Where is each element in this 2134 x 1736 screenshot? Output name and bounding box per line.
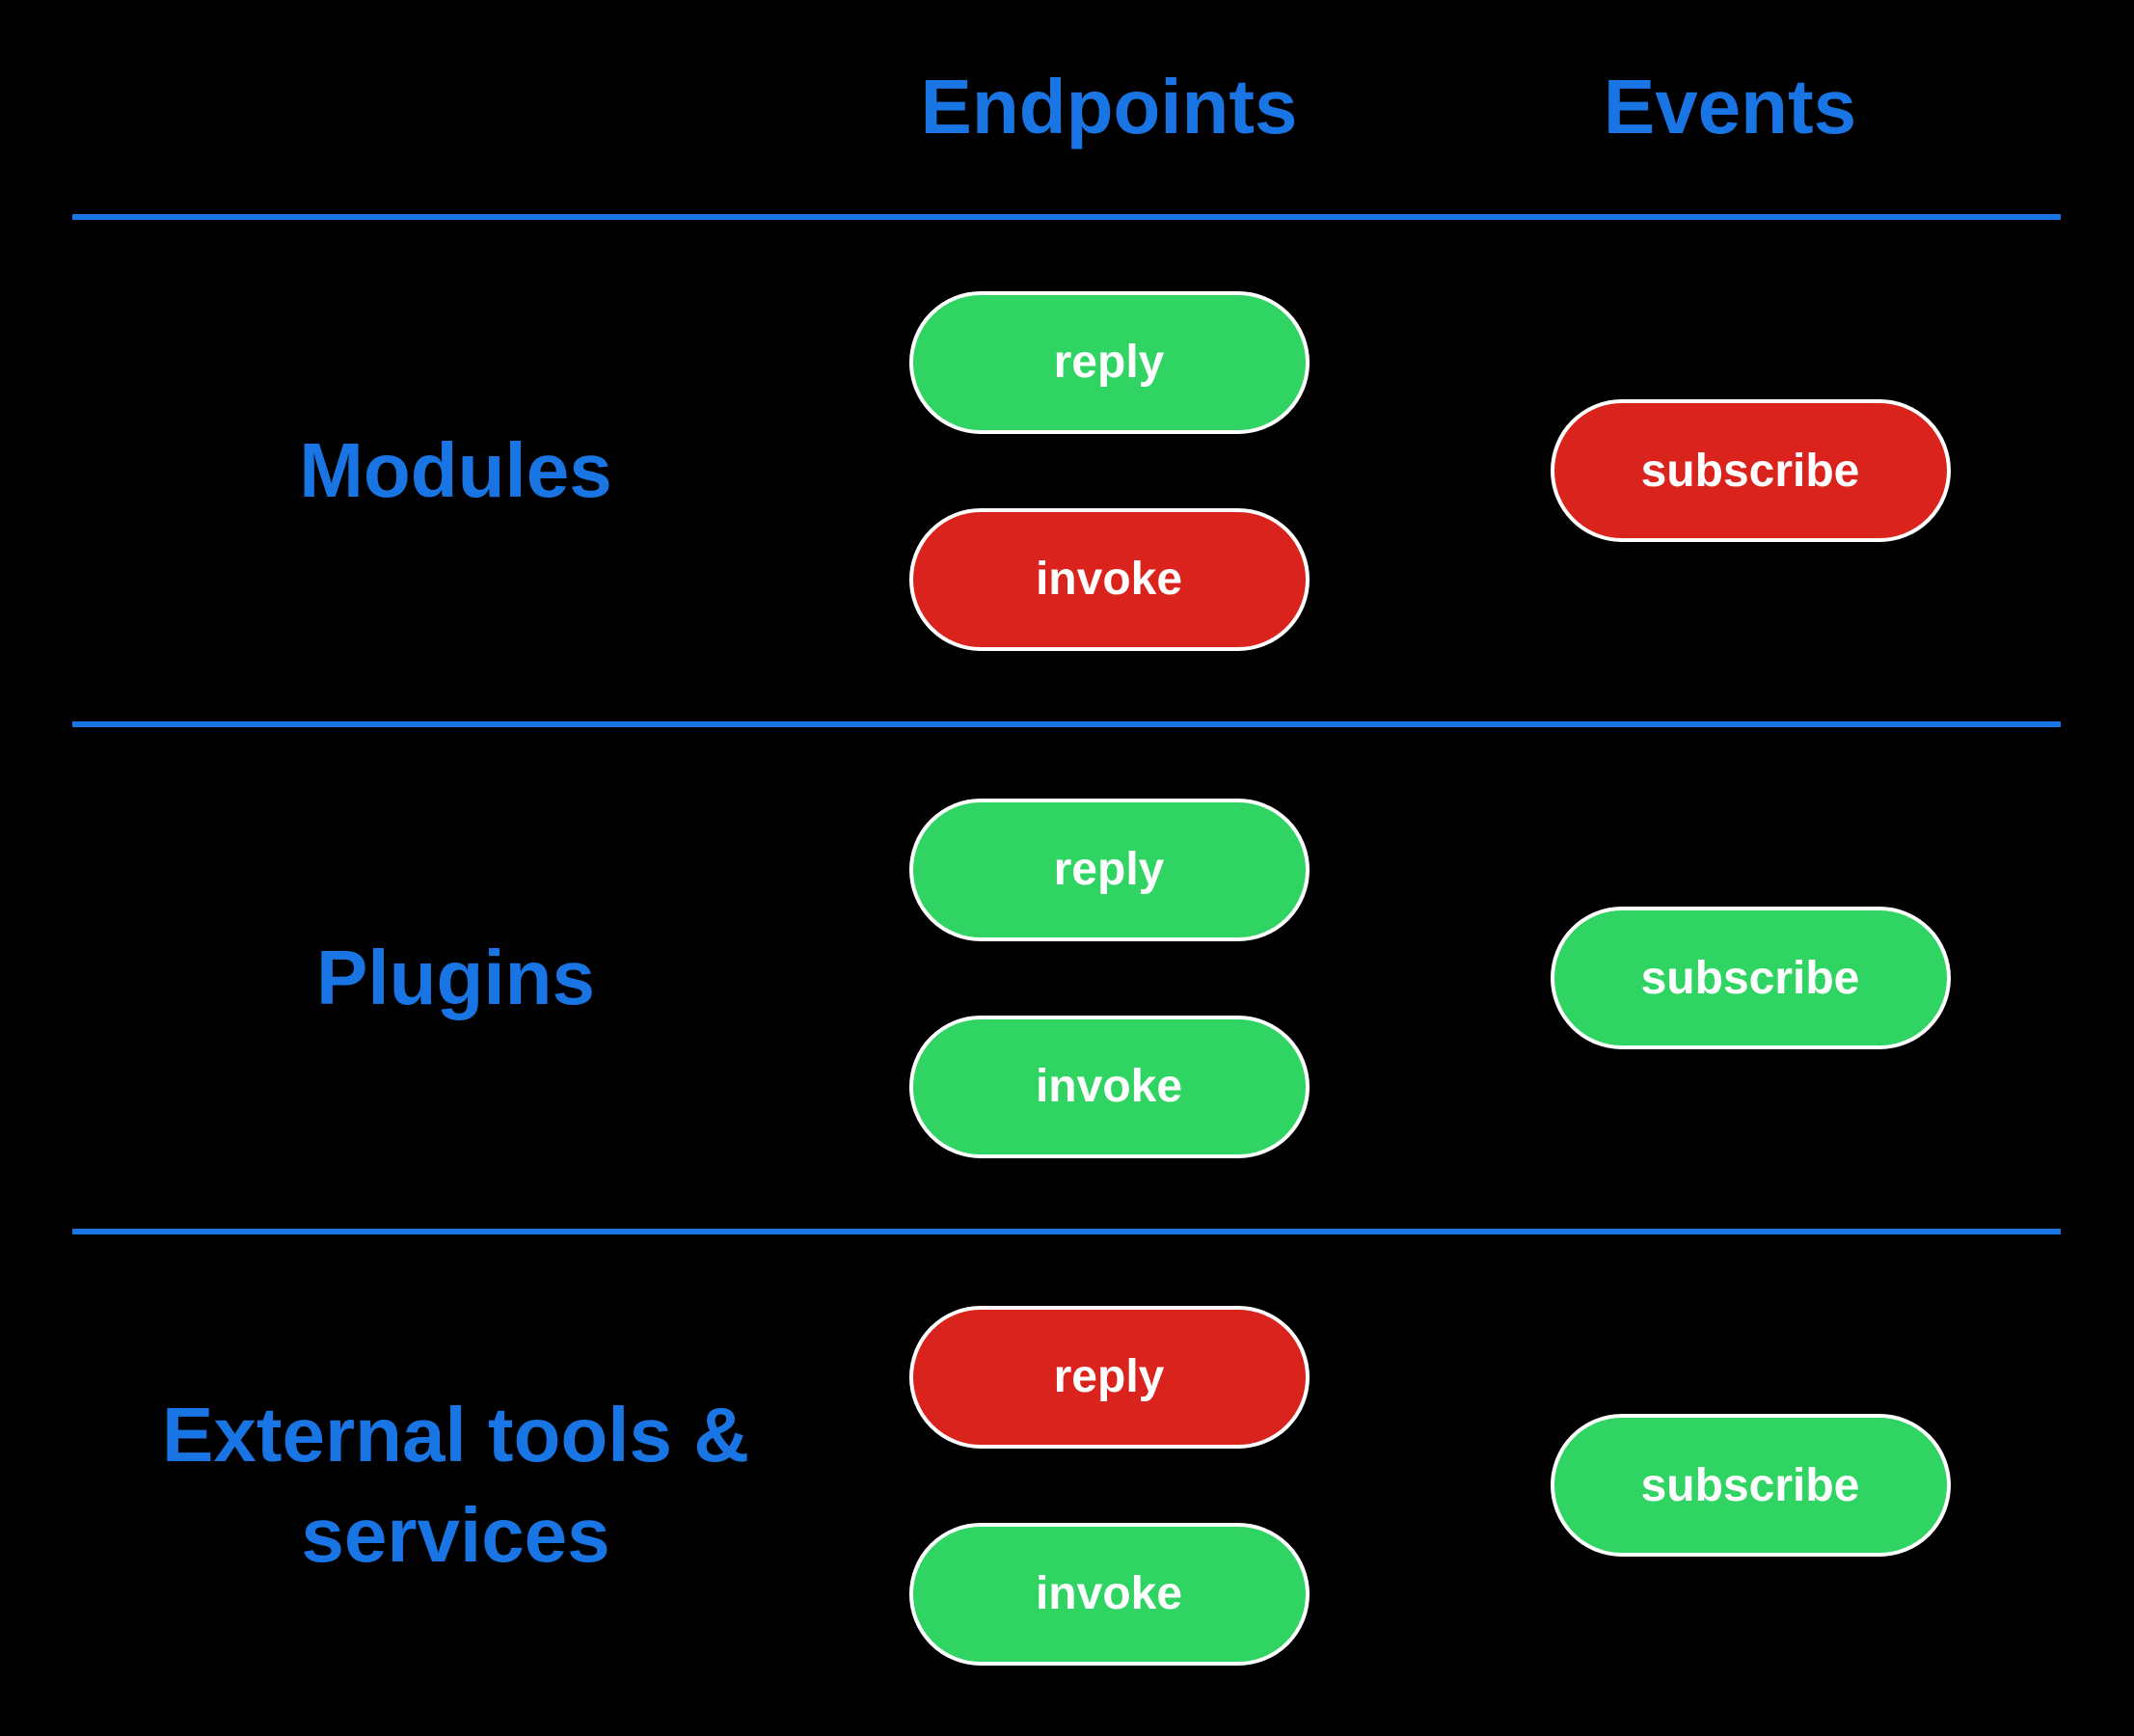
row-label-modules: Modules: [299, 427, 612, 513]
invoke-pill: invoke: [908, 507, 1310, 651]
invoke-pill: invoke: [908, 1522, 1310, 1666]
subscribe-pill: subscribe: [1550, 1414, 1951, 1557]
subscribe-pill: subscribe: [1550, 907, 1951, 1049]
endpoints-cell-external-tools: reply invoke: [892, 1234, 1326, 1736]
row-divider: [72, 214, 2061, 220]
subscribe-pill: subscribe: [1550, 399, 1951, 542]
row-label-external-tools: External tools & services: [161, 1392, 750, 1578]
row-divider: [72, 1229, 2061, 1234]
endpoints-cell-plugins: reply invoke: [892, 727, 1326, 1229]
row-label-plugins: Plugins: [316, 935, 595, 1020]
row-external-tools: External tools & services reply invoke s…: [0, 1234, 2134, 1736]
row-label-cell: Modules: [0, 220, 892, 721]
events-cell-external-tools: subscribe: [1326, 1234, 2134, 1736]
row-divider: [72, 721, 2061, 727]
events-cell-plugins: subscribe: [1326, 727, 2134, 1229]
header-row: Endpoints Events: [0, 0, 2134, 214]
column-header-events: Events: [1603, 64, 1857, 149]
events-cell-modules: subscribe: [1326, 220, 2134, 721]
endpoints-cell-modules: reply invoke: [892, 220, 1326, 721]
row-label-cell: External tools & services: [0, 1234, 892, 1736]
reply-pill: reply: [908, 798, 1310, 941]
invoke-pill: invoke: [908, 1015, 1310, 1158]
row-modules: Modules reply invoke subscribe: [0, 220, 2134, 721]
reply-pill: reply: [908, 1305, 1310, 1449]
column-header-endpoints: Endpoints: [920, 64, 1298, 149]
row-plugins: Plugins reply invoke subscribe: [0, 727, 2134, 1229]
reply-pill: reply: [908, 290, 1310, 434]
row-label-cell: Plugins: [0, 727, 892, 1229]
